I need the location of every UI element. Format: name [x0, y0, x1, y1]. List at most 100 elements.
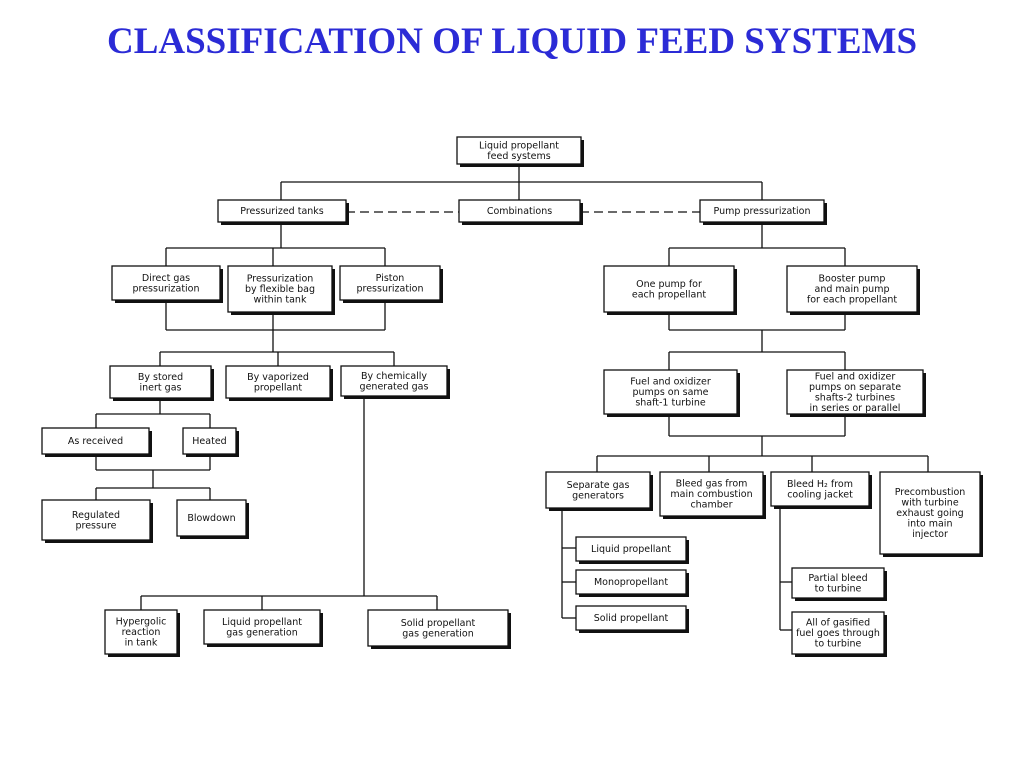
node-label-line: Solid propellant: [401, 618, 476, 629]
node-label-line: Liquid propellant: [479, 140, 559, 151]
node-label-line: by flexible bag: [245, 284, 315, 295]
node-label-line: propellant: [254, 382, 303, 393]
node-label-line: As received: [68, 436, 123, 447]
node-label-line: Precombustion: [895, 487, 966, 498]
node-label-line: injector: [912, 529, 948, 540]
node-label-line: Liquid propellant: [222, 617, 302, 628]
node-box: [770, 471, 870, 507]
node-label-line: feed systems: [487, 151, 550, 162]
node-label-line: One pump for: [636, 279, 702, 290]
node-label-line: Bleed H₂ from: [787, 479, 853, 490]
node-box: [227, 265, 333, 313]
node-label-line: cooling jacket: [787, 489, 853, 500]
node-pump-pressurization: Pump pressurization: [699, 199, 827, 225]
node-label-line: Monopropellant: [594, 577, 668, 588]
node-box: [339, 265, 441, 301]
node-label-line: Pressurized tanks: [240, 206, 324, 217]
node-box: [786, 265, 918, 313]
node-label-line: chamber: [690, 500, 732, 511]
node-label-line: gas generation: [226, 627, 298, 638]
node-box: [575, 536, 687, 562]
node-label-line: Solid propellant: [594, 613, 669, 624]
node-label-line: By chemically: [361, 371, 427, 382]
node-box: [182, 427, 237, 455]
node-box: [791, 567, 885, 599]
node-label-line: shaft-1 turbine: [635, 398, 706, 409]
node-box: [340, 365, 448, 397]
node-box: [545, 471, 651, 509]
node-label-line: By stored: [138, 372, 183, 383]
node-box: [41, 427, 150, 455]
node-box: [699, 199, 825, 223]
node-label-line: Direct gas: [142, 273, 190, 284]
node-label-line: and main pump: [815, 284, 890, 295]
node-label-line: pumps on same: [632, 387, 708, 398]
node-label-line: Pump pressurization: [714, 206, 811, 217]
node-label-line: Liquid propellant: [591, 544, 671, 555]
node-combinations: Combinations: [458, 199, 583, 225]
node-label-line: Booster pump: [819, 274, 886, 285]
node-label-line: to turbine: [815, 639, 862, 650]
node-box: [603, 265, 735, 313]
node-box: [456, 136, 582, 165]
node-label-line: All of gasified: [806, 618, 870, 629]
connector-lines: [95, 164, 929, 631]
node-box: [111, 265, 221, 301]
node-box: [217, 199, 347, 223]
node-box: [791, 611, 885, 655]
node-label-line: Hypergolic: [116, 617, 167, 628]
node-label-line: Separate gas: [567, 480, 630, 491]
node-label-line: pumps on separate: [809, 382, 901, 393]
node-label-line: main combustion: [670, 489, 752, 500]
node-label-line: generated gas: [360, 381, 429, 392]
node-label-line: for each propellant: [807, 295, 898, 306]
node-label-line: within tank: [254, 295, 307, 306]
node-blowdown: Blowdown: [176, 499, 249, 539]
node-box: [104, 609, 178, 655]
node-label-line: Blowdown: [187, 513, 235, 524]
node-pressurized-tanks: Pressurized tanks: [217, 199, 349, 225]
node-label-line: pressure: [75, 520, 116, 531]
node-label-line: Regulated: [72, 510, 120, 521]
node-heated: Heated: [182, 427, 239, 457]
node-label-line: By vaporized: [247, 372, 309, 383]
node-box: [786, 369, 924, 415]
page-title: CLASSIFICATION OF LIQUID FEED SYSTEMS: [106, 21, 918, 62]
node-box: [458, 199, 581, 223]
node-label-line: reaction: [122, 627, 161, 638]
node-label-line: Piston: [376, 273, 405, 284]
node-box: [367, 609, 509, 647]
node-gg-mono: Monopropellant: [575, 569, 689, 597]
node-label-line: Fuel and oxidizer: [630, 377, 711, 388]
node-box: [176, 499, 247, 537]
node-box: [659, 471, 764, 517]
node-box: [41, 499, 151, 541]
node-label-line: each propellant: [632, 289, 706, 300]
node-label-line: Partial bleed: [808, 573, 867, 584]
node-label-line: Heated: [192, 436, 226, 447]
node-label-line: with turbine: [901, 498, 959, 509]
node-label-line: pressurization: [356, 283, 423, 294]
node-as-received: As received: [41, 427, 152, 457]
node-label-line: in series or parallel: [810, 403, 901, 414]
node-label-line: to turbine: [815, 583, 862, 594]
node-label-line: exhaust going: [896, 508, 963, 519]
node-label-line: Bleed gas from: [676, 479, 748, 490]
node-box: [109, 365, 212, 399]
